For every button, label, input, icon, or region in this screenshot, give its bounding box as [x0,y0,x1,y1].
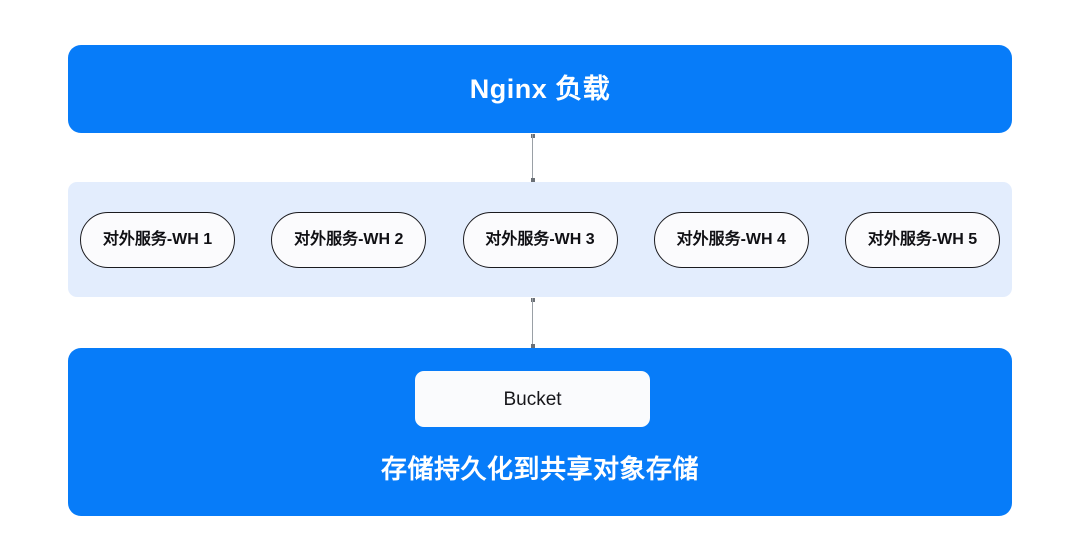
connector-line [532,134,534,182]
service-node-wh-1[interactable]: 对外服务-WH 1 [80,211,235,268]
service-node-label: 对外服务-WH 3 [485,230,595,248]
connector-services-to-storage [531,298,535,348]
service-node-label: 对外服务-WH 2 [294,230,404,248]
bucket-node[interactable]: Bucket [415,371,650,427]
connector-line [532,298,534,348]
service-node-wh-4[interactable]: 对外服务-WH 4 [653,211,809,268]
shared-object-storage-node: Bucket 存储持久化到共享对象存储 [68,348,1012,516]
shared-object-storage-caption: 存储持久化到共享对象存储 [380,454,699,484]
connector-nginx-to-services [531,134,535,182]
nginx-load-balancer-node: Nginx 负载 [68,45,1012,133]
service-node-label: 对外服务-WH 1 [102,230,213,248]
services-band: 对外服务-WH 1 对外服务-WH 2 对外服务-WH 3 对外服务-WH 4 … [68,182,1012,297]
bucket-label: Bucket [503,388,562,410]
service-node-wh-3[interactable]: 对外服务-WH 3 [462,211,618,268]
services-row: 对外服务-WH 1 对外服务-WH 2 对外服务-WH 3 对外服务-WH 4 … [80,182,1000,297]
connector-arrow-end-icon [531,344,535,348]
connector-arrow-end-icon [531,178,535,182]
service-node-label: 对外服务-WH 4 [676,230,786,248]
service-node-wh-2[interactable]: 对外服务-WH 2 [271,211,427,268]
service-node-label: 对外服务-WH 5 [867,230,978,248]
service-node-wh-5[interactable]: 对外服务-WH 5 [845,211,1000,268]
nginx-load-balancer-title: Nginx 负载 [469,73,611,104]
